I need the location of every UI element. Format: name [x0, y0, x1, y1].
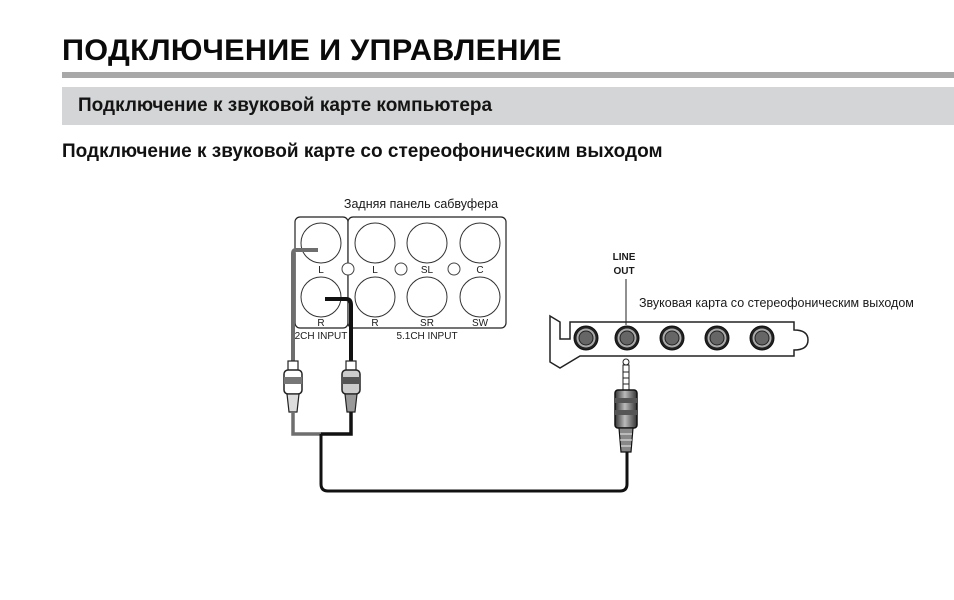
51ch-jack-label: SW — [472, 318, 489, 329]
sound-card-jack-hole — [754, 330, 770, 346]
51ch-jack-label: R — [371, 318, 378, 329]
2ch-jack-r-label: R — [317, 318, 324, 329]
sound-card-label: Звуковая карта со стереофоническим выход… — [639, 296, 914, 310]
rca-plug-right — [341, 360, 361, 413]
sound-card-jack-hole — [664, 330, 680, 346]
main-cable — [319, 434, 629, 493]
2ch-input-label: 2CH INPUT — [295, 331, 348, 342]
cable-left — [291, 248, 318, 366]
sound-card — [549, 314, 809, 369]
2ch-jack-l-label: L — [318, 265, 324, 276]
51ch-jack-label: SR — [420, 318, 434, 329]
51ch-jack-c — [459, 222, 501, 264]
51ch-jack-l — [354, 222, 396, 264]
51ch-jack-label: SL — [421, 265, 434, 276]
section-title: Подключение к звуковой карте компьютера — [78, 95, 493, 116]
51ch-jack-label: C — [476, 265, 483, 276]
2ch-jack-l — [300, 222, 342, 264]
cable-left-lower — [291, 412, 321, 436]
cable-right-lower — [321, 412, 353, 436]
51ch-jack-sl — [406, 222, 448, 264]
screw-icon — [394, 262, 408, 276]
screw-icon — [341, 262, 355, 276]
mini-jack-plug — [614, 358, 638, 453]
section-header-bar: Подключение к звуковой карте компьютера — [62, 87, 954, 125]
51ch-jack-label: L — [372, 265, 378, 276]
subsection-title: Подключение к звуковой карте со стереофо… — [62, 141, 663, 162]
rca-plug-left — [283, 360, 303, 413]
51ch-jack-sw — [459, 276, 501, 318]
51ch-jack-r — [354, 276, 396, 318]
sound-card-jack-hole — [578, 330, 594, 346]
line-out-label: LINE — [613, 252, 636, 263]
line-out-label: OUT — [613, 266, 634, 277]
cable-right — [325, 297, 353, 366]
subwoofer-back-panel: L R L SL C R SR SW 2CH INPUT 5.1CH INPUT — [294, 216, 507, 342]
sound-card-jack-hole — [709, 330, 725, 346]
page-title: ПОДКЛЮЧЕНИЕ И УПРАВЛЕНИЕ — [62, 34, 562, 67]
screw-icon — [447, 262, 461, 276]
sound-card-jack-hole — [619, 330, 635, 346]
51ch-jack-sr — [406, 276, 448, 318]
subwoofer-panel-label: Задняя панель сабвуфера — [344, 197, 498, 211]
title-divider — [62, 72, 954, 78]
51ch-input-label: 5.1CH INPUT — [396, 331, 457, 342]
